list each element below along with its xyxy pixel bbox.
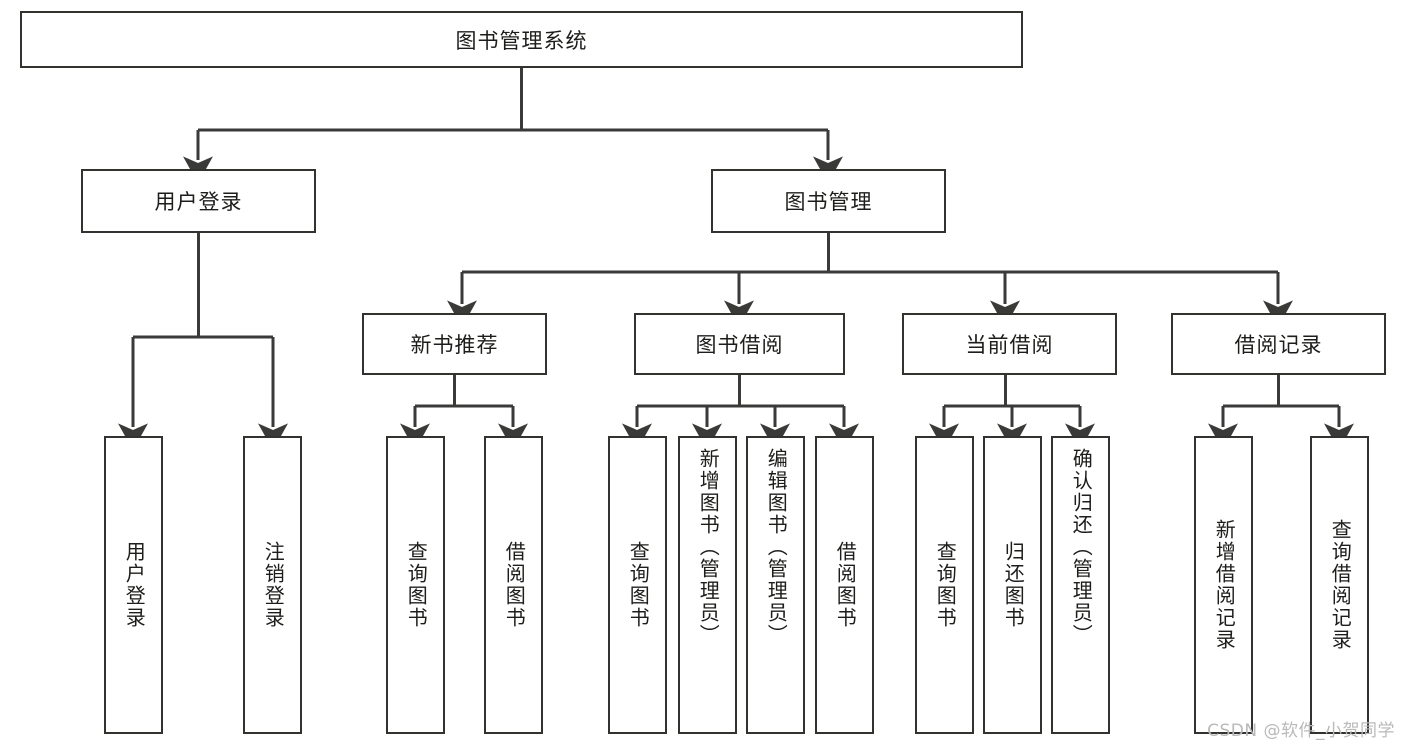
node-borrow-record[interactable]: 借阅记录 xyxy=(1171,313,1386,375)
leaf-book-borrow-query-book[interactable]: 查询图书 xyxy=(608,436,667,734)
node-label: 查询图书 xyxy=(626,541,651,629)
leaf-borrow-record-add-record[interactable]: 新增借阅记录 xyxy=(1194,436,1253,734)
node-label: 新增借阅记录 xyxy=(1212,519,1237,651)
node-label: 查询图书 xyxy=(404,541,429,629)
leaf-borrow-record-query-record[interactable]: 查询借阅记录 xyxy=(1310,436,1369,734)
node-book-borrow[interactable]: 图书借阅 xyxy=(634,313,845,375)
node-label: 图书管理系统 xyxy=(455,28,588,53)
node-label: 新增图书（管理员） xyxy=(696,448,721,646)
node-label: 借阅记录 xyxy=(1234,333,1323,357)
node-label: 查询图书 xyxy=(933,541,958,629)
node-label: 编辑图书（管理员） xyxy=(764,448,789,646)
leaf-book-borrow-edit-book-admin[interactable]: 编辑图书（管理员） xyxy=(746,436,805,734)
leaf-user-login-logout[interactable]: 注销登录 xyxy=(243,436,302,734)
leaf-user-login-login[interactable]: 用户登录 xyxy=(104,436,163,734)
node-new-book-recommend[interactable]: 新书推荐 xyxy=(362,313,547,375)
node-label: 借阅图书 xyxy=(833,541,858,629)
leaf-book-borrow-borrow-book[interactable]: 借阅图书 xyxy=(815,436,874,734)
leaf-current-borrow-query-book[interactable]: 查询图书 xyxy=(915,436,974,734)
leaf-new-book-borrow-book[interactable]: 借阅图书 xyxy=(484,436,543,734)
node-label: 用户登录 xyxy=(154,190,243,214)
leaf-book-borrow-add-book-admin[interactable]: 新增图书（管理员） xyxy=(678,436,737,734)
node-label: 归还图书 xyxy=(1001,541,1026,629)
node-label: 用户登录 xyxy=(122,541,147,629)
leaf-current-borrow-confirm-return-admin[interactable]: 确认归还（管理员） xyxy=(1051,436,1110,734)
leaf-new-book-query-book[interactable]: 查询图书 xyxy=(386,436,445,734)
leaf-current-borrow-return-book[interactable]: 归还图书 xyxy=(983,436,1042,734)
node-label: 借阅图书 xyxy=(502,541,527,629)
node-label: 注销登录 xyxy=(261,541,286,629)
node-current-borrow[interactable]: 当前借阅 xyxy=(902,313,1117,375)
node-label: 查询借阅记录 xyxy=(1328,519,1353,651)
node-label: 图书管理 xyxy=(784,190,873,214)
node-label: 确认归还（管理员） xyxy=(1069,448,1094,646)
node-user-login[interactable]: 用户登录 xyxy=(81,169,316,233)
node-label: 当前借阅 xyxy=(965,333,1054,357)
node-label: 新书推荐 xyxy=(410,333,499,357)
node-root-book-management-system[interactable]: 图书管理系统 xyxy=(20,11,1023,68)
watermark-text: CSDN @软件_小贺同学 xyxy=(1207,721,1395,741)
node-book-management[interactable]: 图书管理 xyxy=(711,169,946,233)
node-label: 图书借阅 xyxy=(695,333,784,357)
